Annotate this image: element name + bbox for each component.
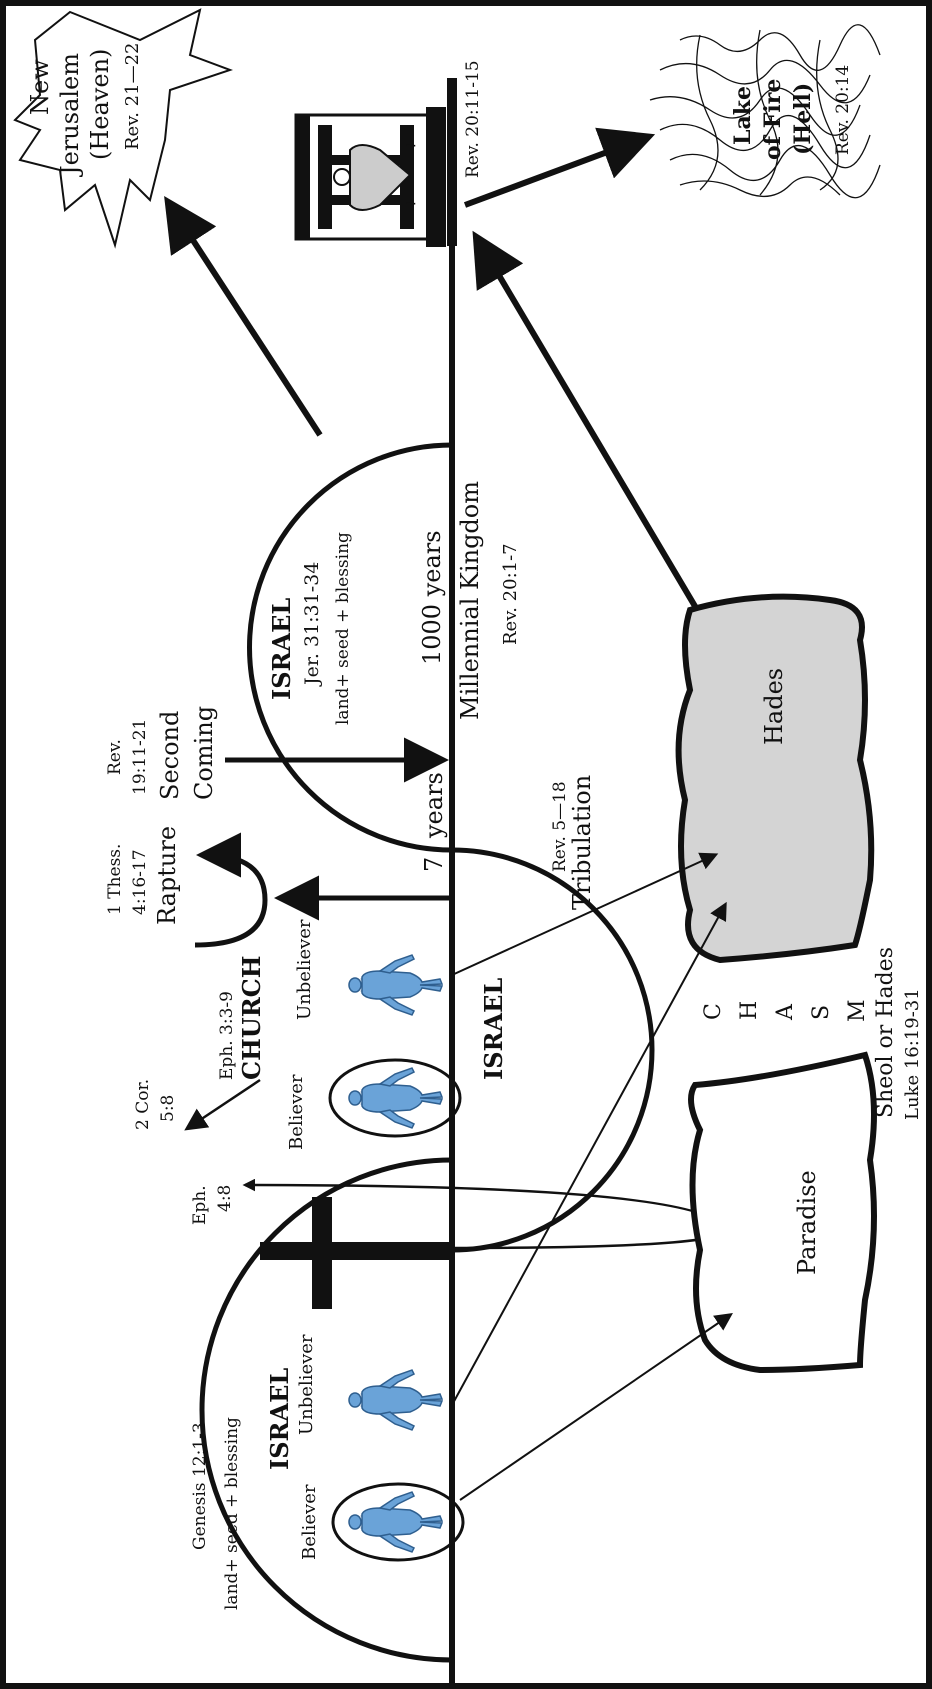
label-luke-ref: Luke 16:19-31 [902,988,923,1120]
label-unbeliever-past: Unbeliever [296,1334,317,1435]
label-of-fire: of Fire [760,79,786,160]
believer-church-figure-icon [348,1067,443,1129]
label-israel-past: ISRAEL [265,1368,294,1470]
label-chasm-h: H [737,1001,762,1020]
arrow-to-heaven [164,195,323,437]
arc-israel-church [451,847,655,1253]
unbeliever-past-figure-icon [348,1369,443,1431]
label-chasm-a: A [773,1003,798,1021]
label-believer-past: Believer [299,1484,320,1560]
label-chasm-c: C [701,1003,726,1020]
believer-church-ring [328,1058,462,1138]
label-lake-ref: Rev. 20:14 [833,65,853,155]
arrow-to-lake [463,127,656,208]
cross-icon [260,1197,452,1309]
arrow-unbeliever-past-to-hades [451,901,727,1406]
arc-israel-future [247,442,453,853]
svg-text:+: + [405,196,417,212]
svg-text:+: + [405,138,417,154]
label-1000-years: 1000 years [418,530,446,665]
lake-of-fire-flames-icon [649,24,881,199]
rapture-curve [194,832,268,948]
label-land-seed-future: land+ seed + blessing [333,532,353,725]
label-rapture: Rapture [153,826,181,925]
label-seven: 7 [420,857,448,872]
label-eph-48: Eph. [190,1185,210,1225]
label-eph-339: Eph. 3:3-9 [217,991,237,1080]
label-church: CHURCH [237,956,266,1080]
label-lake: Lake [730,86,756,145]
arc-israel-past [199,1157,453,1663]
label-2cor-ref: 5:8 [158,1095,178,1122]
label-hell: (Hell) [790,83,816,155]
label-thess-ref: 4:16-17 [130,849,150,915]
label-thess: 1 Thess. [105,844,125,915]
label-coming: Coming [190,706,218,800]
label-israel-middle: ISRAEL [479,978,508,1080]
label-tribulation-ref: Rev. 5—18 [550,781,570,872]
label-2cor: 2 Cor. [133,1079,153,1130]
label-jer-ref: Jer. 31:31-34 [301,562,323,687]
label-heaven-ref: Rev. 21—22 [122,43,143,151]
label-years: years [420,772,448,839]
label-unbeliever-church: Unbeliever [294,919,315,1020]
arrow-hades-to-judgment [472,230,718,642]
unbeliever-church-figure-icon [348,954,443,1016]
label-land-seed-past: land+ seed + blessing [222,1417,242,1610]
believer-past-figure-icon [348,1491,443,1553]
label-millennial-ref: Rev. 20:1-7 [500,543,521,645]
label-israel-future: ISRAEL [267,598,296,700]
arrow-2cor [184,1078,261,1131]
throne-icon: + + [294,107,446,247]
label-jerusalem: Jerusalem [56,53,84,178]
label-paradise: Paradise [793,1170,821,1275]
label-hades: Hades [760,668,788,745]
label-tribulation: Tribulation [568,775,596,910]
label-chasm-s: S [809,1005,834,1020]
label-rev-19-ref: 19:11-21 [130,719,150,795]
label-judgment-ref: Rev. 20:11-15 [463,60,483,178]
label-eph-48-ref: 4:8 [215,1185,235,1212]
label-chasm-m: M [845,999,870,1022]
label-heaven: (Heaven) [86,49,114,160]
label-sheol: Sheol or Hades [873,947,898,1118]
label-millennial: Millennial Kingdom [456,481,484,720]
label-new: New [26,59,54,115]
arrow-unbeliever-church-to-hades [451,852,719,976]
believer-past-ring [331,1482,465,1562]
arrow-believer-past-to-paradise [459,1312,733,1501]
label-genesis: Genesis 12:1-3 [190,1422,210,1550]
label-second: Second [156,711,184,800]
new-jerusalem-burst [13,8,233,249]
label-rev: Rev. [105,739,125,775]
paradise-region [688,1051,877,1374]
label-believer-church: Believer [286,1074,307,1150]
hades-region [675,593,875,964]
